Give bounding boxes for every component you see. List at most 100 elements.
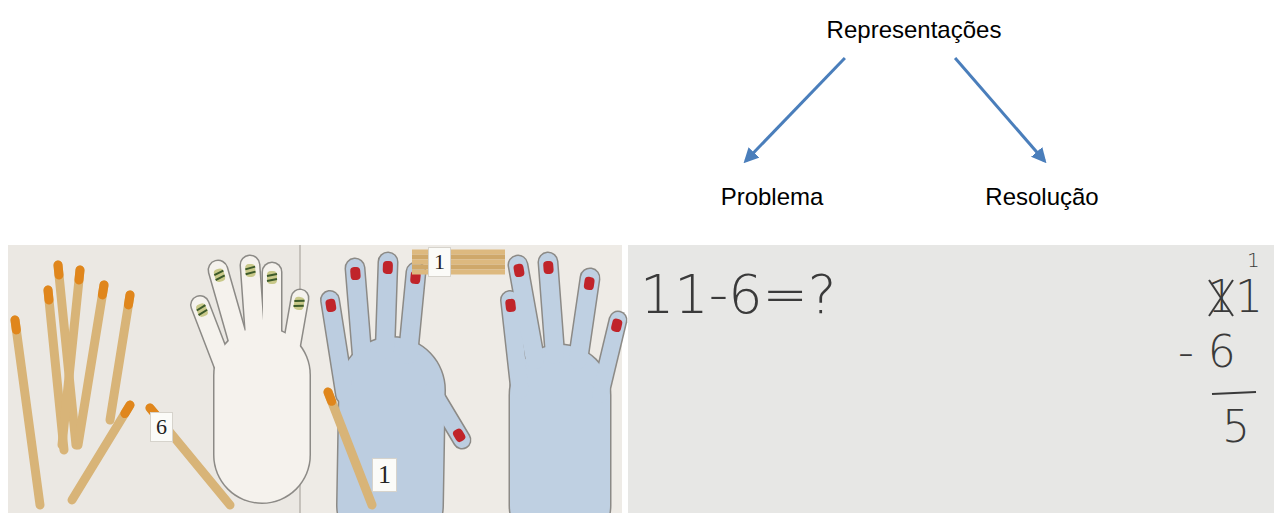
hand-outline: [355, 268, 362, 355]
handwritten-number: - 6: [1178, 330, 1236, 374]
hand-outline: [578, 278, 590, 360]
card-number: 6: [150, 412, 173, 442]
stick-tip: [79, 270, 80, 280]
wooden-stick: [72, 405, 130, 500]
hand-fill: [215, 375, 310, 455]
nail-stripe: [267, 274, 277, 276]
finger-nail: [505, 298, 516, 312]
nail-paint: [245, 264, 256, 278]
nail-stripe: [294, 304, 304, 308]
hand-outline: [548, 262, 555, 355]
concept-label: Problema: [715, 179, 830, 215]
nail-paint: [267, 271, 277, 284]
finger-nail: [267, 271, 277, 284]
finger-nail: [383, 261, 393, 274]
finger-nail: [293, 296, 305, 311]
finger-nail: [513, 263, 525, 278]
card-number: 1: [372, 458, 397, 492]
stick-tip: [328, 392, 332, 401]
hand-fill: [408, 272, 416, 355]
nail-stripe: [215, 275, 225, 280]
stick-tip: [15, 320, 16, 330]
nail-paint: [452, 427, 467, 443]
stick-tip: [125, 405, 130, 414]
nail-stripe: [294, 299, 304, 303]
nail-paint: [293, 296, 305, 311]
nail-paint: [383, 261, 393, 274]
wooden-stick: [328, 392, 372, 505]
carry-digit: 1: [1247, 250, 1260, 270]
wooden-stick: [62, 270, 80, 445]
stick-tip: [128, 295, 130, 305]
stick-bundle: [412, 265, 505, 270]
finger-nail: [610, 318, 623, 333]
stick-tip: [102, 285, 104, 295]
nail-paint: [213, 268, 226, 283]
subtraction-rule: [1212, 392, 1256, 394]
finger-nail: [325, 298, 337, 312]
hand-fill: [263, 272, 281, 340]
stick-bundle: [412, 260, 505, 265]
hand-fill: [355, 268, 362, 355]
nail-paint: [325, 298, 337, 312]
nail-paint: [350, 267, 361, 281]
handwritten-result: 5: [1222, 405, 1250, 449]
stick-bundle: [412, 250, 505, 255]
nail-stripe: [245, 267, 255, 270]
stick-bundle: [412, 255, 505, 260]
stick-bundle: [412, 270, 505, 275]
hand-outline: [385, 262, 388, 350]
hand-fill: [578, 278, 590, 360]
finger-nail: [245, 264, 256, 278]
hand-fill: [548, 262, 555, 355]
photo-background: [300, 245, 622, 513]
nail-paint: [505, 298, 516, 312]
finger-nail: [195, 302, 209, 318]
hand-drawing: [195, 264, 305, 455]
hand-fill: [385, 262, 388, 350]
stick-tip: [44, 290, 54, 300]
hand-drawing: [505, 261, 623, 505]
finger-nail: [350, 267, 361, 281]
nail-stripe: [246, 272, 256, 275]
handwritten-number: 11: [1207, 275, 1263, 319]
nail-stripe: [198, 310, 208, 315]
hand-outline: [509, 395, 612, 505]
wooden-stick: [110, 295, 130, 420]
handwritten-equation: 11-6=?: [640, 268, 836, 322]
hand-fill: [510, 395, 610, 505]
photo-background: [8, 245, 300, 513]
nail-paint: [610, 318, 623, 333]
wooden-stick: [15, 320, 40, 505]
hand-outline: [408, 272, 416, 355]
hand-outline: [262, 272, 283, 340]
node-text: Resolução: [985, 183, 1098, 211]
finger-nail: [452, 427, 467, 443]
nail-paint: [513, 263, 525, 278]
hand-fill: [518, 265, 535, 360]
nail-stripe: [196, 305, 206, 310]
nail-paint: [583, 276, 595, 290]
finger-nail: [543, 261, 554, 275]
concept-label: Resolução: [979, 179, 1104, 215]
stick-tip: [54, 265, 64, 275]
node-text: Problema: [721, 183, 824, 211]
card-number: 1: [428, 247, 451, 277]
nail-paint: [195, 302, 209, 318]
nail-paint: [543, 261, 554, 275]
hand-outline: [213, 375, 311, 455]
hand-fill: [330, 300, 345, 395]
concept-label: Representações: [821, 12, 1008, 48]
nail-stripe: [267, 279, 277, 281]
node-text: Representações: [827, 16, 1002, 44]
hand-outline: [330, 300, 345, 395]
hand-drawing: [325, 261, 467, 505]
arrow-connector: [955, 58, 1044, 161]
arrow-connector: [746, 58, 845, 161]
photo-background: [628, 245, 1274, 513]
wooden-stick: [150, 408, 230, 505]
nail-stripe: [214, 271, 224, 276]
